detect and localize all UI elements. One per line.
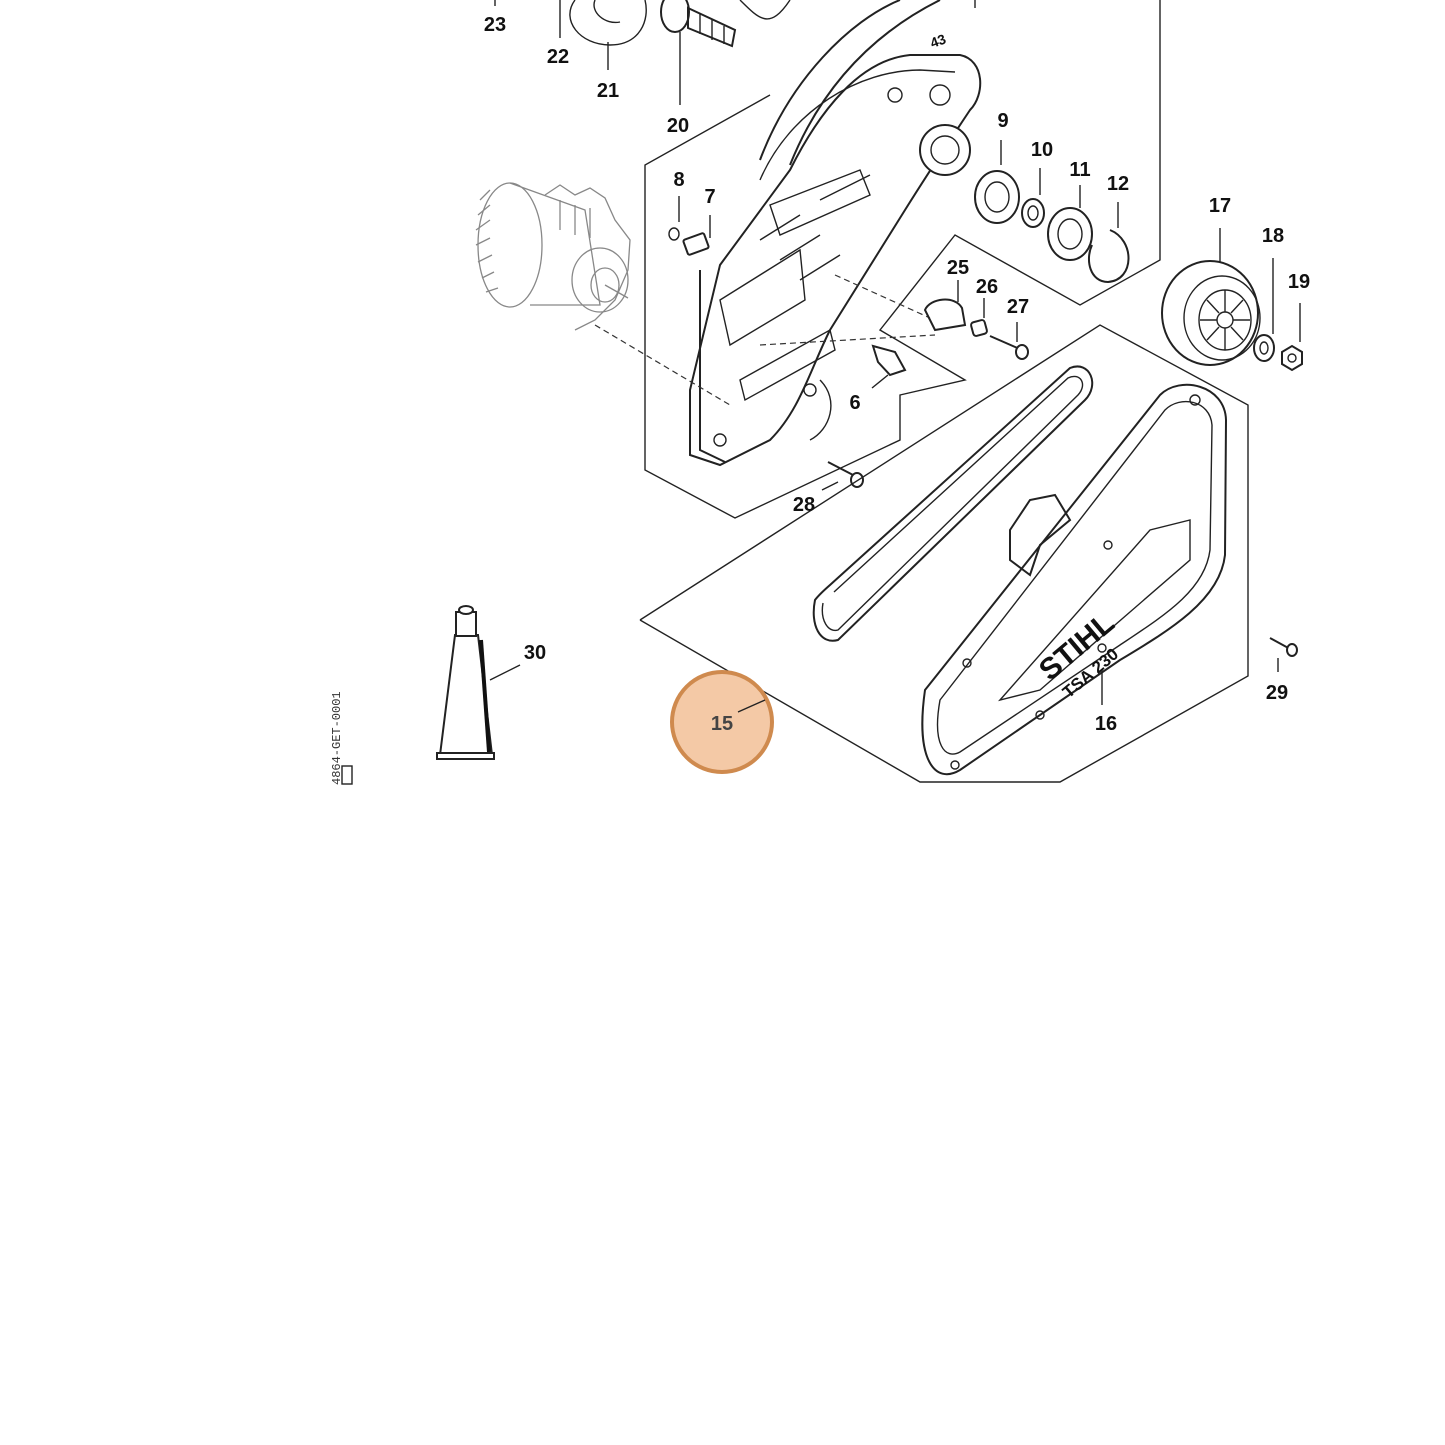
part-label-20[interactable]: 20 — [667, 115, 689, 137]
part-label-25[interactable]: 25 — [947, 257, 969, 279]
part-label-8[interactable]: 8 — [673, 169, 684, 191]
part-label-10[interactable]: 10 — [1031, 139, 1053, 161]
arm-assembly-outline — [644, 0, 1161, 519]
part-label-19[interactable]: 19 — [1288, 271, 1310, 293]
part-label-18[interactable]: 18 — [1262, 225, 1284, 247]
drawing-reference-code: 4864-GET-0001 — [330, 691, 344, 785]
part-label-17[interactable]: 17 — [1209, 195, 1231, 217]
svg-text:43: 43 — [928, 31, 948, 51]
blade-flange-part — [494, 0, 647, 70]
part-label-9[interactable]: 9 — [997, 110, 1008, 132]
part-label-26[interactable]: 26 — [976, 276, 998, 298]
part-label-6[interactable]: 6 — [849, 392, 860, 414]
screw-29-part — [1269, 637, 1298, 672]
part-labels: 23 22 21 20 8 7 9 10 11 12 17 18 19 25 2… — [484, 14, 1310, 735]
part-label-29[interactable]: 29 — [1266, 682, 1288, 704]
drive-belt-part — [812, 365, 1094, 642]
cover-assembly-outline — [639, 324, 1249, 783]
belt-cover-part: STIHL TSA 230 — [921, 383, 1228, 776]
motor-part — [475, 182, 631, 331]
part-label-21[interactable]: 21 — [597, 80, 619, 102]
drawing-reference: 4864-GET-0001 — [330, 691, 353, 785]
hotspot-part-15[interactable]: 15 — [670, 670, 774, 774]
part-label-11[interactable]: 11 — [1069, 159, 1090, 181]
grease-tube-part — [436, 605, 521, 760]
assembly-guide-lines — [594, 274, 936, 406]
drive-spindle-part — [660, 0, 791, 105]
fasteners-25-28 — [821, 280, 1029, 491]
part-label-7[interactable]: 7 — [704, 186, 715, 208]
pulley-17-19 — [1161, 228, 1303, 372]
arm-housing-part: 43 — [689, 0, 982, 467]
hotspot-label-15: 15 — [711, 713, 733, 735]
part-label-16[interactable]: 16 — [1095, 713, 1117, 735]
part-label-12[interactable]: 12 — [1107, 173, 1129, 195]
part-label-22[interactable]: 22 — [547, 46, 569, 68]
part-label-30[interactable]: 30 — [524, 642, 546, 664]
bearing-set-9-12 — [974, 140, 1130, 284]
part-label-28[interactable]: 28 — [793, 494, 815, 516]
part-label-27[interactable]: 27 — [1007, 296, 1029, 318]
part-label-23[interactable]: 23 — [484, 14, 506, 36]
small-fasteners-7-8 — [668, 196, 711, 256]
